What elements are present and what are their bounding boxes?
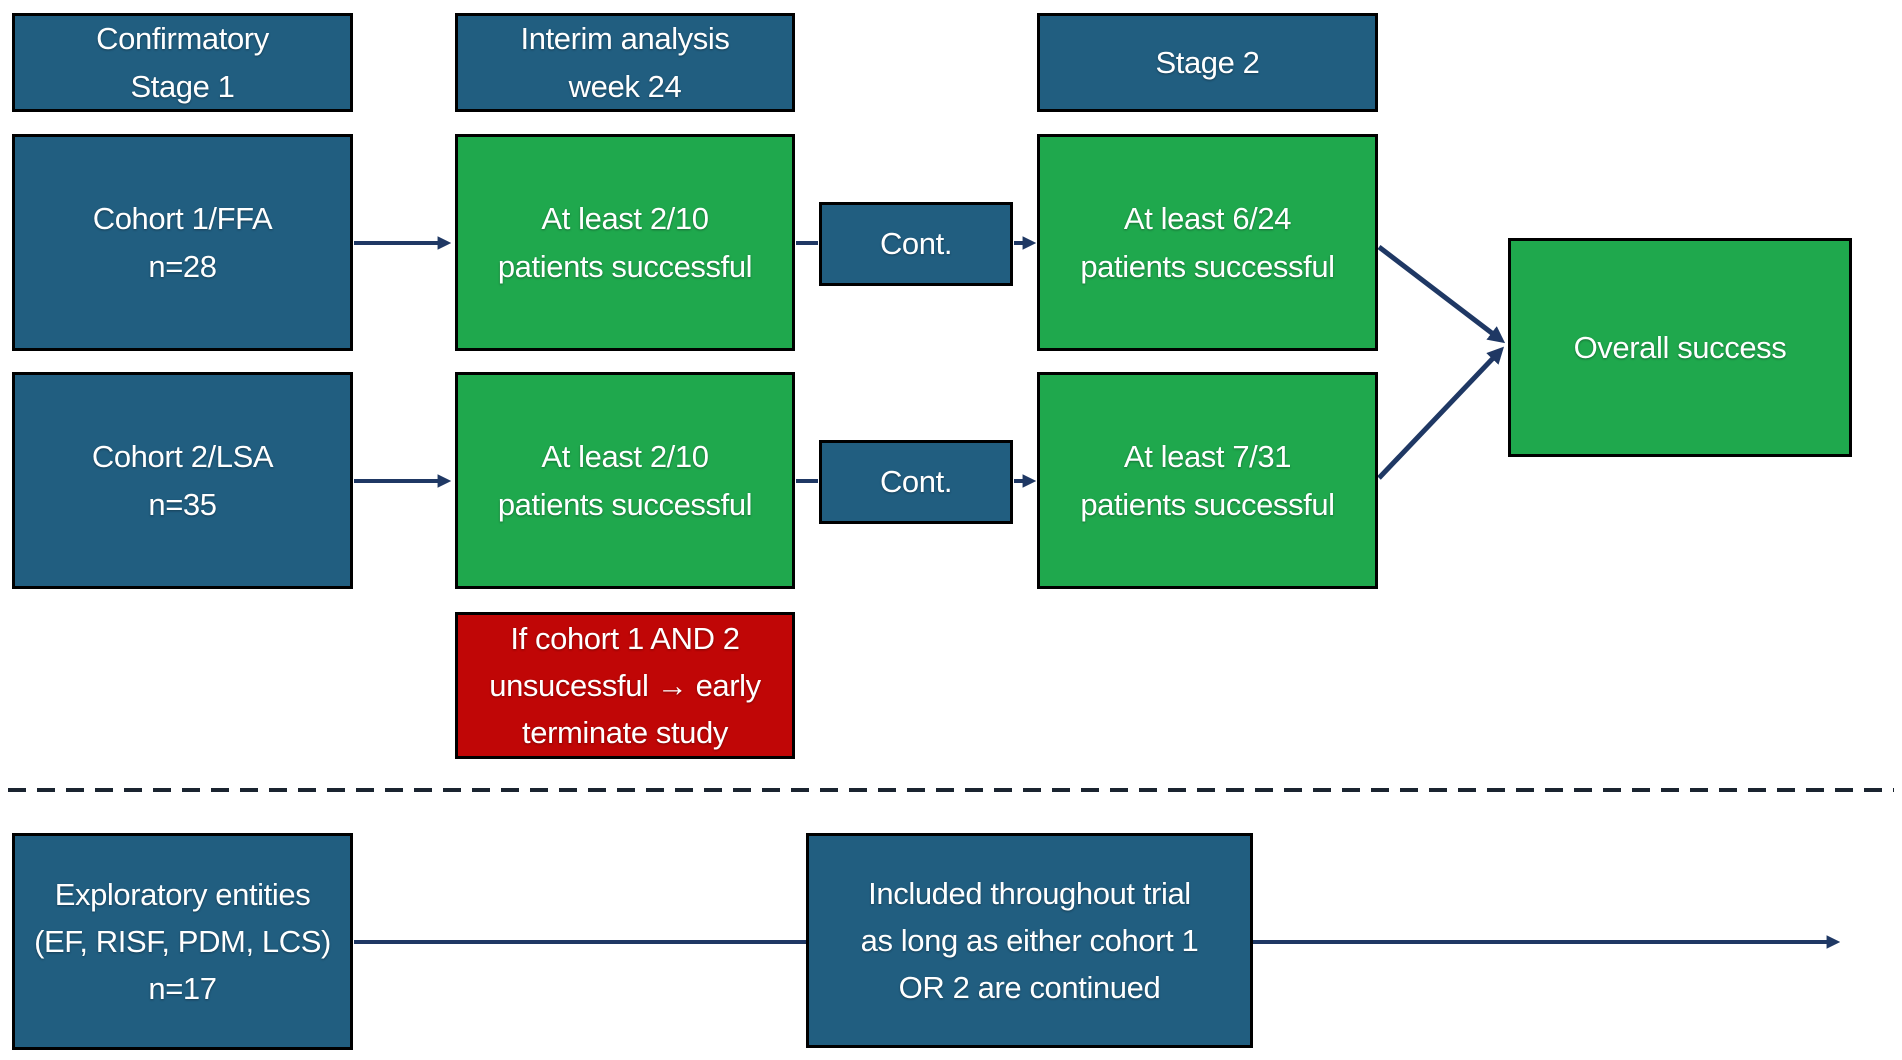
box-cohort2: Cohort 2/LSA n=35 (12, 372, 353, 589)
box-early-termination: If cohort 1 AND 2 unsucessful → early te… (455, 612, 795, 759)
box-exploratory-entities: Exploratory entities (EF, RISF, PDM, LCS… (12, 833, 353, 1050)
box-cohort1: Cohort 1/FFA n=28 (12, 134, 353, 351)
arrow-stage2-cohort2-to-overall (1377, 346, 1505, 480)
box-cohort1-interim: At least 2/10 patients successful (455, 134, 795, 351)
box-header-stage2: Stage 2 (1037, 13, 1378, 112)
box-overall-success: Overall success (1508, 238, 1852, 457)
box-cohort1-stage2: At least 6/24 patients successful (1037, 134, 1378, 351)
box-exploratory-note: Included throughout trial as long as eit… (806, 833, 1253, 1048)
box-header-confirmatory-stage1: Confirmatory Stage 1 (12, 13, 353, 112)
box-cont2: Cont. (819, 440, 1013, 524)
box-cohort2-interim: At least 2/10 patients successful (455, 372, 795, 589)
arrow-stage2-cohort1-to-overall (1377, 245, 1506, 344)
box-cohort2-stage2: At least 7/31 patients successful (1037, 372, 1378, 589)
box-cont1: Cont. (819, 202, 1013, 286)
box-header-interim-analysis: Interim analysis week 24 (455, 13, 795, 112)
